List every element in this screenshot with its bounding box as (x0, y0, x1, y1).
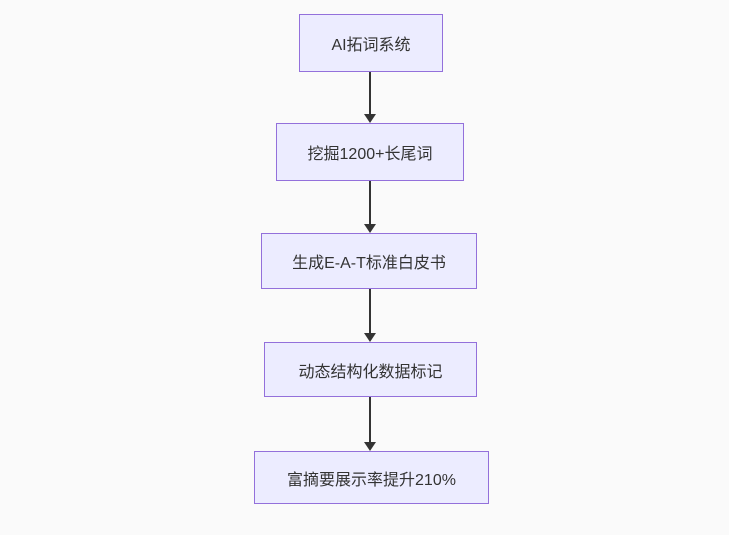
node-label: 生成E-A-T标准白皮书 (292, 255, 446, 272)
flowchart-node-ai-system: AI拓词系统 (299, 14, 443, 72)
flowchart-node-longtail-keywords: 挖掘1200+长尾词 (276, 123, 464, 181)
arrow-down-icon (364, 442, 376, 451)
edge-line (369, 397, 371, 443)
node-label: 富摘要展示率提升210% (287, 471, 456, 489)
node-label: 动态结构化数据标记 (298, 363, 443, 381)
flowchart-node-rich-snippet-rate: 富摘要展示率提升210% (254, 451, 489, 504)
arrow-down-icon (364, 333, 376, 342)
edge-line (369, 289, 371, 334)
edge-line (369, 72, 371, 115)
node-label: AI拓词系统 (331, 37, 411, 54)
arrow-down-icon (364, 114, 376, 123)
flowchart-node-structured-data: 动态结构化数据标记 (264, 342, 477, 397)
node-label: 挖掘1200+长尾词 (307, 146, 433, 163)
edge-line (369, 181, 371, 225)
arrow-down-icon (364, 224, 376, 233)
flowchart-node-eat-whitepaper: 生成E-A-T标准白皮书 (261, 233, 477, 289)
